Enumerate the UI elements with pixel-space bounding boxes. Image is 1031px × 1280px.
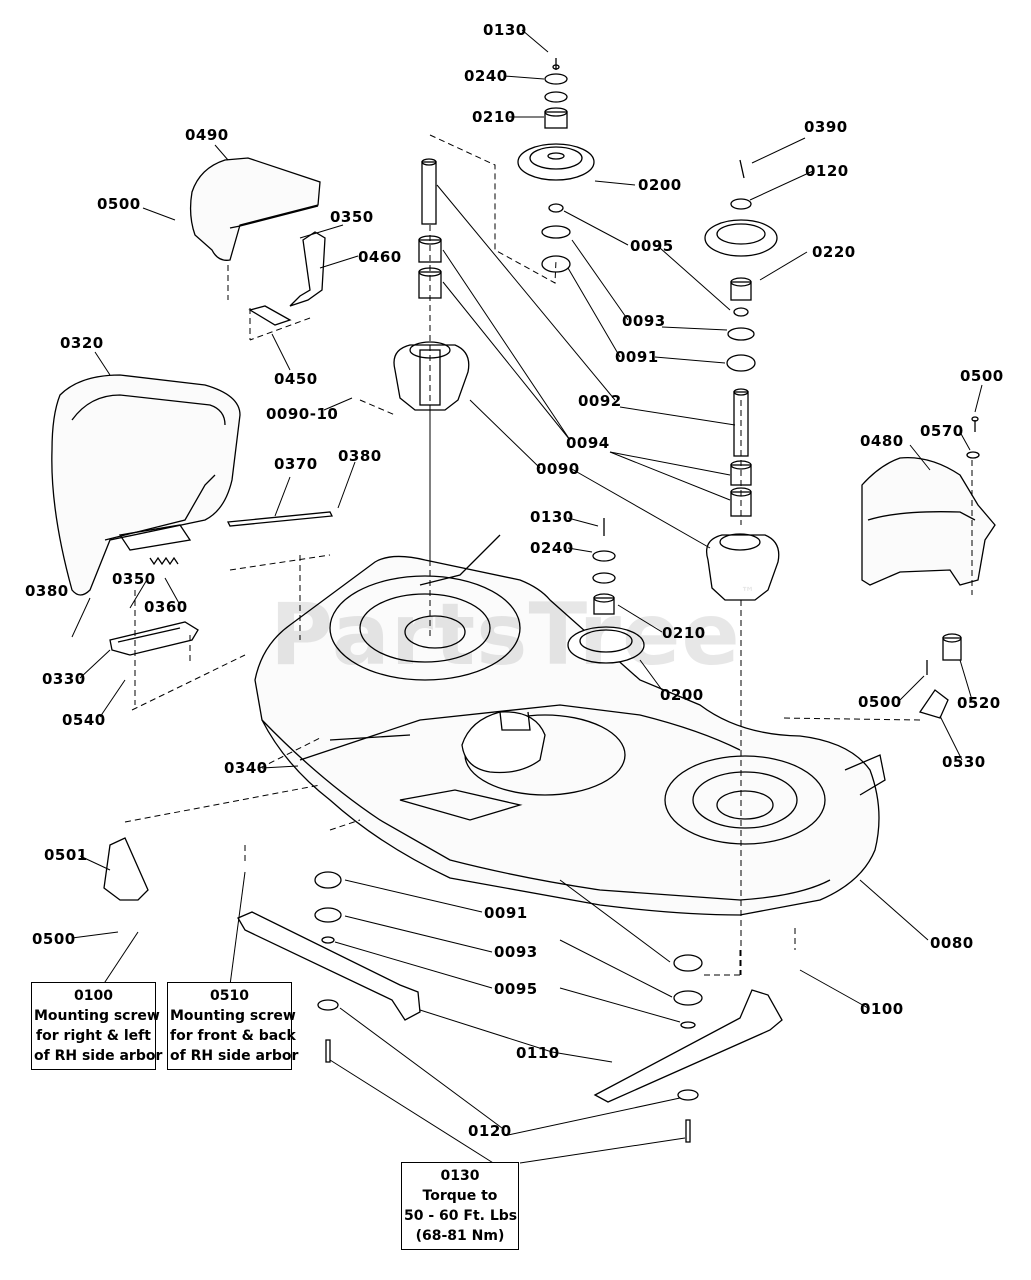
label-0210-middle: 0210 [662,624,706,642]
note-0510-line-3: for front & back [170,1028,296,1044]
label-0380-left: 0380 [25,582,69,600]
note-0100-line-1: 0100 [74,988,113,1004]
label-0390: 0390 [804,118,848,136]
label-0210-top: 0210 [472,108,516,126]
label-0200-top: 0200 [638,176,682,194]
leader-lines [71,29,983,1167]
label-0240-top: 0240 [464,67,508,85]
bracket-0460 [289,231,326,307]
label-0380-right: 0380 [338,447,382,465]
pulley-stack-middle [567,518,645,664]
label-0500-left-top: 0500 [97,195,141,213]
label-0130-top: 0130 [483,21,527,39]
label-0094: 0094 [566,434,610,452]
label-0093-top: 0093 [622,312,666,330]
label-0330: 0330 [42,670,86,688]
label-0120-bottom: 0120 [468,1122,512,1140]
rod-0370 [226,511,334,527]
label-0095-bottom: 0095 [494,980,538,998]
label-0500-right-top: 0500 [960,367,1004,385]
note-0130-line-4: (68-81 Nm) [415,1228,505,1244]
note-0130-line-1: 0130 [440,1168,480,1184]
label-0091-bottom: 0091 [484,904,528,922]
cover-0480 [861,456,996,586]
note-0510-mounting-screw: 0510 Mounting screw for front & back of … [167,982,299,1070]
note-0510-line-1: 0510 [210,988,249,1004]
mower-deck-0080 [254,534,886,916]
label-0240-middle: 0240 [530,539,574,557]
label-0570: 0570 [920,422,964,440]
note-0510-line-4: of RH side arbor [170,1048,299,1064]
label-0340: 0340 [224,759,268,777]
label-0220: 0220 [812,243,856,261]
bracket-0501 [103,837,149,901]
label-0520: 0520 [957,694,1001,712]
assembly-guides [124,134,973,976]
note-0130-line-2: Torque to [422,1188,498,1204]
label-0500-left-bottom: 0500 [32,930,76,948]
discharge-chute-0320 [51,374,241,596]
label-0093-bottom: 0093 [494,943,538,961]
note-0100-line-3: for right & left [36,1028,151,1044]
label-0540: 0540 [62,711,106,729]
spindle-stack-left [393,158,470,411]
label-0090-10: 0090-10 [266,405,339,423]
lower-bearings [314,871,703,1143]
label-0320: 0320 [60,334,104,352]
spindle-stack-right [704,159,780,601]
label-0530: 0530 [942,753,986,771]
note-0130-torque: 0130 Torque to 50 - 60 Ft. Lbs (68-81 Nm… [401,1162,519,1250]
label-0100: 0100 [860,1000,904,1018]
spring-0360 [149,556,179,566]
label-0130-middle: 0130 [530,508,574,526]
label-0360: 0360 [144,598,188,616]
label-0501: 0501 [44,846,88,864]
label-0091-top: 0091 [615,348,659,366]
label-0095-top: 0095 [630,237,674,255]
bracket-0450 [248,305,292,326]
note-0100-mounting-screw: 0100 Mounting screw for right & left of … [31,982,163,1070]
label-0200-middle: 0200 [660,686,704,704]
label-0350-top: 0350 [330,208,374,226]
label-0080: 0080 [930,934,974,952]
label-0090: 0090 [536,460,580,478]
pulley-stack-left [517,58,595,273]
note-0100-line-2: Mounting screw [34,1008,160,1024]
label-0500-right-middle: 0500 [858,693,902,711]
label-0350-bottom: 0350 [112,570,156,588]
note-0510-line-2: Mounting screw [170,1008,296,1024]
watermark: PartsTree™ [270,585,756,685]
small-parts-right [918,416,980,719]
label-0092: 0092 [578,392,622,410]
label-0120-top: 0120 [805,162,849,180]
note-0130-line-3: 50 - 60 Ft. Lbs [404,1208,518,1224]
cover-0490 [189,157,321,261]
label-0490: 0490 [185,126,229,144]
blades-0110 [237,911,783,1103]
label-0110: 0110 [516,1044,560,1062]
label-0480: 0480 [860,432,904,450]
label-0450: 0450 [274,370,318,388]
note-0100-line-4: of RH side arbor [34,1048,163,1064]
label-0370: 0370 [274,455,318,473]
label-0460: 0460 [358,248,402,266]
plate-0330 [109,621,199,656]
